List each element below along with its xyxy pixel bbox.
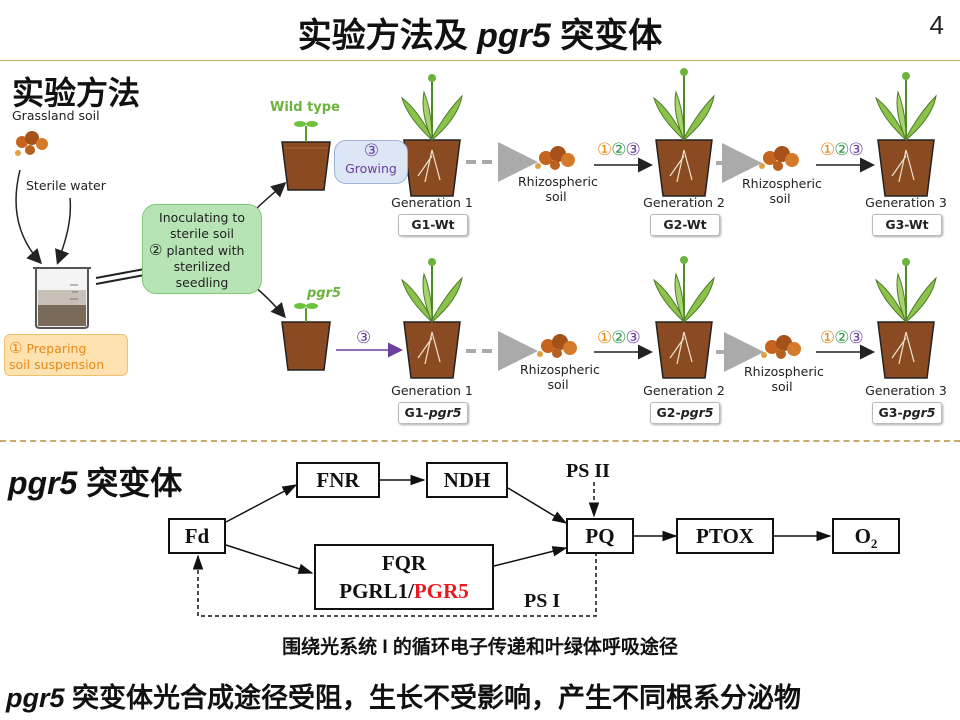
sterile-water-label: Sterile water xyxy=(26,178,106,193)
rhizo-soil-icon-pgr5-2 xyxy=(761,335,801,359)
methods-heading: 实验方法 xyxy=(12,75,141,111)
ps2-label: PS II xyxy=(566,460,610,482)
steps-wt-1: ①②③ xyxy=(597,140,641,160)
pathway-diagram xyxy=(192,474,832,617)
steps-pgr5-1: ①②③ xyxy=(597,328,641,348)
plant-pot-wt-g3 xyxy=(875,72,937,197)
gen-label-wt-3: Generation 3 xyxy=(865,195,947,210)
plant-pot-pgr5-g2 xyxy=(653,256,715,379)
conclusion-text: pgr5 突变体光合成途径受阻，生长不受影响，产生不同根系分泌物 xyxy=(6,683,802,713)
tag-g1-wt: G1-Wt xyxy=(398,214,468,236)
growing-step-num: ③ xyxy=(363,141,379,161)
prep-step-num: ① xyxy=(9,339,23,357)
soil-clump-icon xyxy=(15,131,48,156)
fqr-line1: FQR xyxy=(381,551,427,575)
arrow-soil-to-beaker xyxy=(15,169,43,265)
wild-type-label: Wild type xyxy=(270,100,340,115)
rhizo-soil-icon-pgr5-1 xyxy=(537,334,577,358)
pgr5-heading: pgr5 突变体 xyxy=(8,465,183,501)
page-number: 4 xyxy=(929,10,944,40)
inoc-line-3: planted with xyxy=(166,243,245,258)
gen-label-pgr5-1: Generation 1 xyxy=(391,383,473,398)
section-separator xyxy=(0,440,960,442)
fd-box: Fd xyxy=(168,518,226,554)
tag-g3-wt: G3-Wt xyxy=(872,214,942,236)
plant-pot-wt-g1 xyxy=(401,74,463,197)
gen-label-wt-2: Generation 2 xyxy=(643,195,725,210)
tag-g3-pgr5: G3-pgr5 xyxy=(872,402,942,424)
plant-pot-wt-g2 xyxy=(653,68,715,197)
fnr-box: FNR xyxy=(296,462,380,498)
pgr5-seedling-label: pgr5 xyxy=(307,286,342,301)
ps1-label: PS I xyxy=(524,590,561,612)
o2-box: O2 xyxy=(832,518,900,554)
arrow-water-to-beaker xyxy=(55,197,72,265)
prep-label-1: Preparing xyxy=(26,341,87,356)
arrow-to-wildtype xyxy=(254,182,287,211)
inoc-line-5: seedling xyxy=(175,275,229,290)
prep-label-2: soil suspension xyxy=(9,357,105,372)
tag-g2-pgr5: G2-pgr5 xyxy=(650,402,720,424)
steps-pgr5-2: ①②③ xyxy=(820,328,864,348)
rhizo-soil-icon-wt-2 xyxy=(759,146,799,171)
seedling-pot-wt xyxy=(281,121,331,191)
inoc-line-4: sterilized xyxy=(173,259,231,274)
slide-title: 实验方法及 pgr5 突变体 xyxy=(297,17,663,55)
growing-box: ③ Growing xyxy=(334,140,408,184)
methods-schematic xyxy=(15,68,937,379)
rhizo-soil-icon-wt-1 xyxy=(535,146,575,170)
pgr5-highlight: PGR5 xyxy=(413,579,469,603)
tag-g2-wt: G2-Wt xyxy=(650,214,720,236)
growing-label: Growing xyxy=(345,161,397,176)
inoc-line-1: Inoculating to xyxy=(159,210,245,225)
gen-label-wt-1: Generation 1 xyxy=(391,195,473,210)
plant-pot-pgr5-g1 xyxy=(401,258,463,379)
inoculating-box: Inoculating to sterile soil ② planted wi… xyxy=(142,204,262,294)
pathway-caption: 围绕光系统 I 的循环电子传递和叶绿体呼吸途径 xyxy=(282,637,678,658)
seedling-pot-pgr5 xyxy=(281,303,331,371)
ptox-box: PTOX xyxy=(676,518,774,554)
fqr-box: FQR PGRL1/PGR5 xyxy=(314,544,494,610)
inoc-step-num: ② xyxy=(149,241,163,259)
grassland-soil-label: Grassland soil xyxy=(12,108,100,123)
pgr5-step-num: ③ xyxy=(356,328,371,348)
preparing-box: ① Preparing soil suspension xyxy=(4,334,128,376)
fqr-line2: PGRL1/PGR5 xyxy=(339,579,469,603)
ndh-box: NDH xyxy=(426,462,508,498)
plant-pot-pgr5-g3 xyxy=(875,258,937,379)
steps-wt-2: ①②③ xyxy=(820,140,864,160)
beaker-icon xyxy=(33,267,91,329)
title-rule xyxy=(0,60,960,61)
gen-label-pgr5-2: Generation 2 xyxy=(643,383,725,398)
tag-g1-pgr5: G1-pgr5 xyxy=(398,402,468,424)
gen-label-pgr5-3: Generation 3 xyxy=(865,383,947,398)
inoc-line-2: sterile soil xyxy=(170,226,234,241)
pq-box: PQ xyxy=(566,518,634,554)
